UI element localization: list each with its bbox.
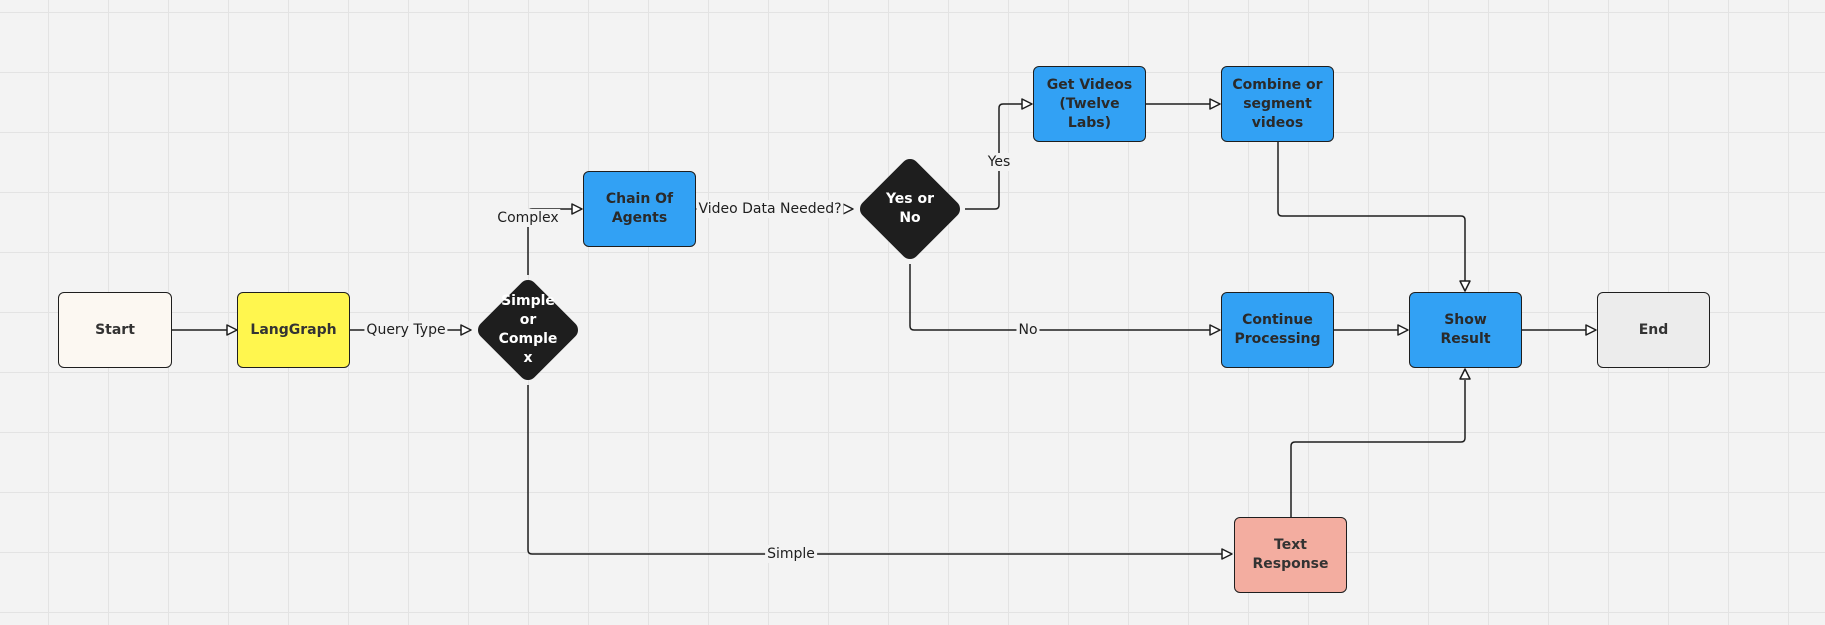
show-result-node[interactable]: Show Result bbox=[1409, 292, 1522, 368]
arrowhead bbox=[1459, 280, 1471, 292]
text-response-label: Text Response bbox=[1252, 537, 1329, 572]
edge-combine-showresult bbox=[1277, 142, 1466, 281]
chain-of-agents-node[interactable]: Chain Of Agents bbox=[583, 171, 696, 247]
arrowhead bbox=[460, 324, 472, 336]
video-decision-label: Yes or No bbox=[885, 191, 935, 226]
combine-videos-label: Combine or segment videos bbox=[1232, 76, 1323, 131]
arrowhead bbox=[1585, 324, 1597, 336]
edge-decision-video-continue bbox=[909, 264, 1210, 331]
arrowhead bbox=[1221, 548, 1233, 560]
edge-label-complex: Complex bbox=[495, 209, 561, 227]
end-node[interactable]: End bbox=[1597, 292, 1710, 368]
text-response-node[interactable]: Text Response bbox=[1234, 517, 1347, 593]
edge-textresponse-showresult bbox=[1290, 380, 1466, 517]
complexity-decision-node[interactable]: Simple or Comple x bbox=[473, 275, 583, 385]
arrowhead bbox=[842, 203, 854, 215]
complexity-decision-label: Simple or Comple x bbox=[498, 293, 558, 366]
langgraph-node[interactable]: LangGraph bbox=[237, 292, 350, 368]
langgraph-node-label: LangGraph bbox=[250, 321, 337, 338]
arrowhead bbox=[571, 203, 583, 215]
edge-label-query-type: Query Type bbox=[364, 321, 448, 339]
arrowhead bbox=[226, 324, 238, 336]
get-videos-label: Get Videos (Twelve Labs) bbox=[1046, 76, 1133, 131]
continue-processing-label: Continue Processing bbox=[1234, 312, 1321, 347]
video-decision-node[interactable]: Yes or No bbox=[855, 154, 965, 264]
combine-videos-node[interactable]: Combine or segment videos bbox=[1221, 66, 1334, 142]
start-node-label: Start bbox=[95, 321, 135, 338]
edge-label-no: No bbox=[1016, 321, 1040, 339]
arrowhead bbox=[1209, 98, 1221, 110]
chain-of-agents-label: Chain Of Agents bbox=[605, 191, 674, 226]
edge-label-simple: Simple bbox=[765, 545, 817, 563]
end-node-label: End bbox=[1638, 321, 1669, 338]
get-videos-node[interactable]: Get Videos (Twelve Labs) bbox=[1033, 66, 1146, 142]
arrowhead bbox=[1209, 324, 1221, 336]
show-result-label: Show Result bbox=[1440, 312, 1491, 347]
arrowhead bbox=[1397, 324, 1409, 336]
edge-label-yes: Yes bbox=[985, 153, 1013, 171]
edge-decision-text-response bbox=[527, 385, 1222, 555]
edge-label-video-needed: Video Data Needed? bbox=[696, 200, 844, 218]
continue-processing-node[interactable]: Continue Processing bbox=[1221, 292, 1334, 368]
start-node[interactable]: Start bbox=[58, 292, 172, 368]
arrowhead bbox=[1021, 98, 1033, 110]
arrowhead bbox=[1459, 368, 1471, 380]
